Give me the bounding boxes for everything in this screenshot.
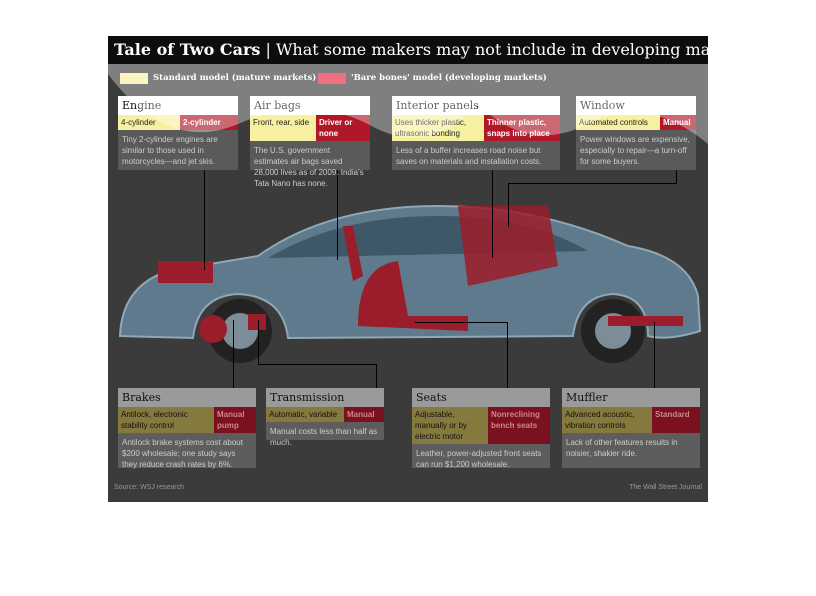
bare-tag: Driver or none: [316, 115, 370, 141]
bare-tag: 2-cylinder: [180, 115, 238, 130]
bare-tag: Thinner plastic, snaps into place: [484, 115, 560, 141]
engine-part: [158, 261, 213, 283]
bare-tag: Manual: [344, 407, 384, 422]
box-description: Antilock brake systems cost about $200 w…: [122, 438, 243, 469]
interior-panel-part: [458, 206, 558, 286]
standard-tag: Advanced acoustic, vibration controls: [562, 407, 652, 433]
infographic: Tale of Two Cars | What some makers may …: [108, 36, 708, 502]
box-title: Muffler: [562, 388, 700, 407]
box-description: Manual costs less than half as much.: [270, 427, 378, 447]
box-title: Window: [576, 96, 696, 115]
title-bar: Tale of Two Cars | What some makers may …: [108, 36, 708, 64]
bare-tag: Manual pump: [214, 407, 256, 433]
title-main: Tale of Two Cars: [114, 40, 261, 59]
standard-tag: Automatic, variable: [266, 407, 344, 422]
box-description: Lack of other features results in noisie…: [566, 438, 678, 458]
muffler-box: Muffler Advanced acoustic, vibration con…: [562, 388, 700, 468]
brakes-box: Brakes Antilock, electronic stability co…: [118, 388, 256, 469]
legend-bare: 'Bare bones' model (developing markets): [318, 72, 547, 84]
muffler-part: [608, 316, 683, 326]
standard-tag: Automated controls: [576, 115, 660, 130]
box-description: Tiny 2-cylinder engines are similar to t…: [122, 135, 218, 166]
bare-tag: Manual: [660, 115, 696, 130]
source-note: Source: WSJ research: [114, 484, 185, 491]
standard-tag: Antilock, electronic stability control: [118, 407, 214, 433]
standard-swatch: [120, 72, 148, 84]
box-description: The U.S. government estimates air bags s…: [254, 146, 364, 188]
legend-standard: Standard model (mature markets): [120, 72, 316, 84]
transmission-part: [248, 314, 266, 330]
box-title: Engine: [118, 96, 238, 115]
box-title: Transmission: [266, 388, 384, 407]
standard-tag: Uses thicker plastic, ultrasonic bonding: [392, 115, 484, 141]
airbag-part: [343, 226, 363, 281]
standard-tag: 4-cylinder: [118, 115, 180, 130]
seat-part: [358, 261, 468, 331]
box-description: Less of a buffer increases road noise bu…: [396, 146, 542, 166]
publisher-credit: The Wall Street Journal: [629, 484, 702, 491]
bare-swatch: [318, 72, 346, 84]
interior-panels-box: Interior panels Uses thicker plastic, ul…: [392, 96, 560, 170]
standard-tag: Adjustable, manually or by electric moto…: [412, 407, 488, 444]
title-subtitle: What some makers may not include in deve…: [275, 40, 708, 59]
box-title: Interior panels: [392, 96, 560, 115]
box-description: Leather, power-adjusted front seats can …: [416, 449, 542, 469]
box-title: Seats: [412, 388, 550, 407]
car-illustration: [118, 204, 702, 363]
bare-tag: Nonreclining bench seats: [488, 407, 550, 444]
standard-tag: Front, rear, side: [250, 115, 316, 141]
brake-part: [199, 315, 227, 343]
seats-box: Seats Adjustable, manually or by electri…: [412, 388, 550, 469]
box-title: Air bags: [250, 96, 370, 115]
title-separator: |: [260, 40, 276, 59]
legend-standard-label: Standard model (mature markets): [153, 73, 317, 83]
bare-tag: Standard: [652, 407, 700, 433]
legend-bare-label: 'Bare bones' model (developing markets): [351, 73, 547, 83]
box-title: Brakes: [118, 388, 256, 407]
box-description: Power windows are expensive, especially …: [580, 135, 690, 166]
